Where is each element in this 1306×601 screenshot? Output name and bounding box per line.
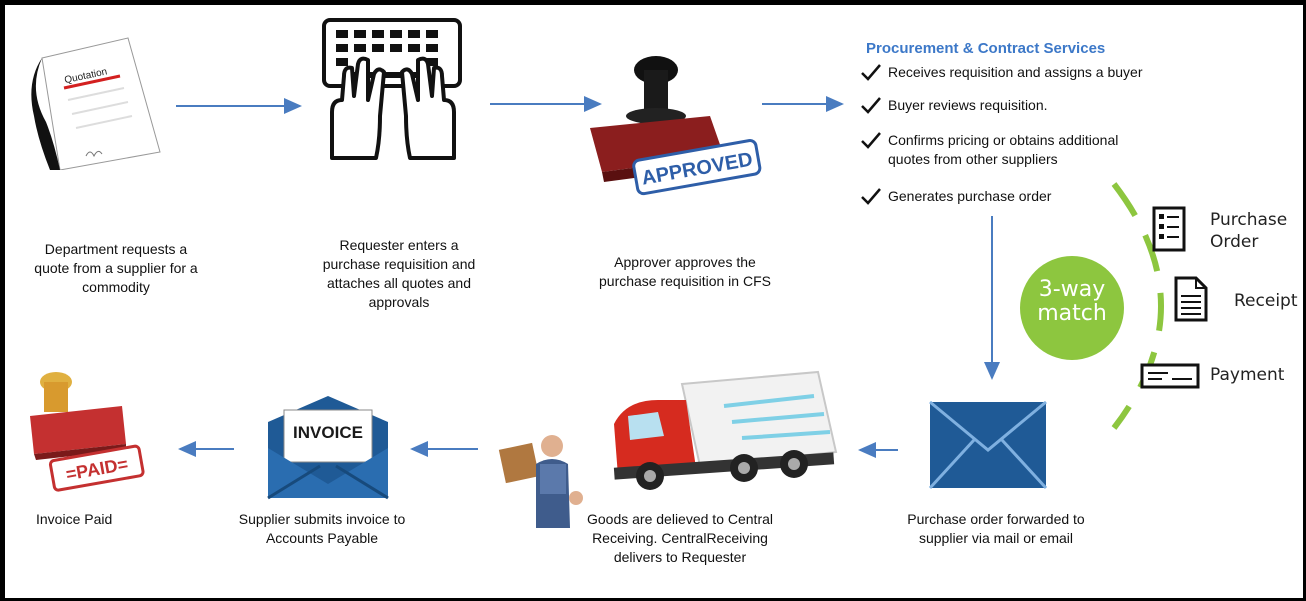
procurement-item: Confirms pricing or obtains additional q…: [860, 131, 1158, 169]
procurement-item: Receives requisition and assigns a buyer: [860, 63, 1188, 82]
caption-purchase-requisition: Requester enters a purchase requisition …: [322, 237, 476, 310]
procurement-title: Procurement & Contract Services: [866, 40, 1106, 57]
three-way-match-graphic: [1020, 182, 1164, 430]
receipt-document-icon: [1174, 276, 1208, 322]
caption-goods-delivered: Goods are delieved to Central Receiving.…: [587, 511, 773, 565]
caption-invoice-submitted: Supplier submits invoice to Accounts Pay…: [238, 511, 406, 546]
caption-invoice-paid: Invoice Paid: [36, 511, 113, 527]
approved-stamp-icon: APPROVED: [590, 56, 762, 196]
mail-envelope-icon: [928, 400, 1048, 490]
delivery-person-icon: [498, 435, 583, 528]
payment-check-icon: [1140, 363, 1200, 389]
invoice-envelope-label: INVOICE: [293, 423, 363, 442]
procurement-item-text: Confirms pricing or obtains additional q…: [888, 132, 1119, 167]
three-way-match-label: 3-way match: [1037, 277, 1107, 326]
caption-approval: Approver approves the purchase requisiti…: [599, 254, 771, 289]
procurement-item-text: Receives requisition and assigns a buyer: [888, 64, 1143, 80]
caption-purchase-order-forwarded: Purchase order forwarded to supplier via…: [907, 511, 1085, 546]
procurement-item: Buyer reviews requisition.: [860, 96, 1188, 115]
delivery-truck-icon: [613, 370, 838, 490]
keyboard-hands-icon: [322, 18, 462, 160]
checkmark-icon: [861, 64, 881, 81]
procurement-item-text: Generates purchase order: [888, 188, 1052, 204]
checkmark-icon: [861, 132, 881, 149]
match-item-purchase-order: Purchase Order: [1210, 210, 1288, 252]
procurement-item: Generates purchase order: [860, 187, 1188, 206]
match-item-payment: Payment: [1210, 365, 1285, 385]
quotation-document-icon: Quotation: [31, 37, 161, 170]
match-item-receipt: Receipt: [1234, 291, 1298, 311]
checkmark-icon: [861, 97, 881, 114]
checkmark-icon: [861, 188, 881, 205]
caption-quote-request: Department requests a quote from a suppl…: [34, 241, 198, 295]
invoice-envelope-icon: INVOICE: [267, 396, 389, 500]
procurement-item-text: Buyer reviews requisition.: [888, 97, 1048, 113]
paid-stamp-icon: =PAID=: [30, 372, 145, 492]
purchase-order-checklist-icon: [1152, 206, 1186, 252]
